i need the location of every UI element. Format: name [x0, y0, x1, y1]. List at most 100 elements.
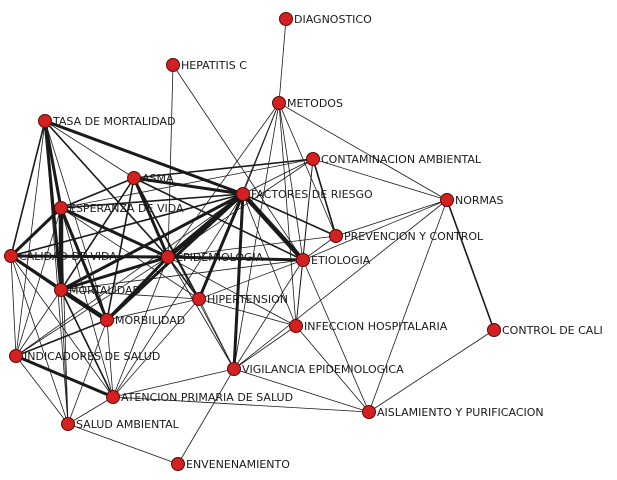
node-esperanza: ESPERANZA DE VIDA [54, 201, 184, 215]
edge-epidemiologia-infeccion [167, 256, 297, 327]
node-morbilidad: MORBILIDAD [100, 313, 185, 327]
edge-asma-etiologia [133, 177, 304, 261]
edge-hipertension-vigilancia [198, 298, 235, 370]
edge-indicadores-atencion [14, 354, 115, 399]
edge-contaminacion-esperanza [60, 158, 314, 209]
node-dot-hipertension [192, 292, 206, 306]
edge-esperanza-calidad [9, 206, 63, 258]
edge-hipertension-infeccion [198, 298, 297, 327]
edge-factores-atencion [112, 193, 244, 398]
edge-factores-hipertension [197, 192, 245, 301]
node-dot-diagnostico [279, 12, 293, 26]
edge-factores-mortalidad [59, 192, 245, 292]
node-label-morbilidad: MORBILIDAD [115, 314, 185, 327]
edge-esperanza-indicadores [15, 207, 62, 357]
edge-factores-etiologia [240, 191, 306, 263]
node-indicadores: INDICADORES DE SALUD [9, 349, 160, 363]
node-dot-factores [236, 187, 250, 201]
edge-atencion-aislamiento [112, 396, 370, 413]
node-label-asma: ASMA [142, 172, 174, 185]
edge-epidemiologia-indicadores [15, 256, 169, 357]
node-label-envenenamiento: ENVENENAMIENTO [186, 458, 290, 471]
node-label-atencion: ATENCION PRIMARIA DE SALUD [121, 391, 293, 404]
node-label-vigilancia: VIGILANCIA EPIDEMIOLOGICA [242, 363, 404, 376]
node-label-infeccion: INFECCION HOSPITALARIA [304, 320, 448, 333]
edge-tasa-salud [44, 120, 69, 425]
node-label-salud: SALUD AMBIENTAL [76, 418, 180, 431]
node-dot-tasa [38, 114, 52, 128]
node-label-tasa: TASA DE MORTALIDAD [52, 115, 176, 128]
edge-infeccion-vigilancia [233, 325, 297, 370]
node-dot-envenenamiento [171, 457, 185, 471]
edge-mortalidad-salud [60, 289, 69, 425]
node-vigilancia: VIGILANCIA EPIDEMIOLOGICA [227, 362, 404, 376]
node-dot-indicadores [9, 349, 23, 363]
edge-factores-vigilancia [232, 192, 245, 371]
node-dot-epidemiologia [161, 250, 175, 264]
node-calidad: CALIDAD DE VIDA [4, 249, 117, 263]
edge-vigilancia-envenenamiento [177, 368, 235, 465]
edge-layer [9, 18, 495, 465]
edge-hipertension-atencion [112, 298, 200, 398]
edge-etiologia-mortalidad [60, 259, 304, 291]
edge-tasa-factores [43, 119, 245, 196]
node-dot-vigilancia [227, 362, 241, 376]
edge-asma-mortalidad [60, 177, 135, 291]
edge-metodos-normas [278, 102, 448, 201]
node-label-calidad: CALIDAD DE VIDA [19, 250, 117, 263]
edge-hepatitis-etiologia [172, 64, 304, 261]
edge-asma-factores [132, 176, 245, 196]
node-dot-metodos [272, 96, 286, 110]
edge-esperanza-hipertension [60, 207, 200, 300]
edge-calidad-indicadores [10, 255, 17, 357]
edge-morbilidad-indicadores [15, 319, 108, 357]
edge-calidad-epidemiologia [9, 254, 170, 259]
edge-morbilidad-salud [67, 319, 108, 425]
edge-vigilancia-aislamiento [233, 368, 370, 413]
node-dot-etiologia [296, 253, 310, 267]
node-dot-prevencion [329, 229, 343, 243]
edge-etiologia-vigilancia [233, 259, 304, 370]
node-salud: SALUD AMBIENTAL [61, 417, 180, 431]
node-aislamiento: AISLAMIENTO Y PURIFICACION [362, 405, 544, 419]
node-label-hipertension: HIPERTENSION [207, 293, 288, 306]
edge-tasa-asma [44, 120, 135, 179]
node-label-contaminacion: CONTAMINACION AMBIENTAL [321, 153, 482, 166]
node-infeccion: INFECCION HOSPITALARIA [289, 319, 448, 333]
edge-epidemiologia-morbilidad [105, 255, 170, 322]
node-label-mortalidad: MORTALIDAD [69, 284, 141, 297]
edge-mortalidad-morbilidad [58, 287, 110, 323]
node-dot-aislamiento [362, 405, 376, 419]
node-label-control: CONTROL DE CALI [502, 324, 603, 337]
edge-normas-control [446, 199, 495, 331]
edge-etiologia-aislamiento [302, 259, 370, 413]
node-label-esperanza: ESPERANZA DE VIDA [69, 202, 184, 215]
node-control: CONTROL DE CALI [487, 323, 603, 337]
edge-asma-epidemiologia [132, 176, 170, 259]
node-label-hepatitis: HEPATITIS C [181, 59, 247, 72]
edge-hipertension-morbilidad [106, 298, 200, 321]
edge-factores-indicadores [15, 193, 244, 357]
edge-etiologia-hipertension [198, 259, 304, 300]
edge-morbilidad-atencion [106, 319, 114, 398]
node-dot-control [487, 323, 501, 337]
node-label-epidemiologia: EPIDEMIOLOGIA [176, 251, 264, 264]
edge-metodos-epidemiologia [167, 102, 280, 258]
edge-epidemiologia-vigilancia [167, 256, 235, 370]
edge-hepatitis-epidemiologia [167, 64, 174, 258]
edge-vigilancia-atencion [112, 368, 235, 398]
node-factores: FACTORES DE RIESGO [236, 187, 373, 201]
edge-prevencion-epidemiologia [167, 235, 337, 258]
edge-metodos-etiologia [278, 102, 304, 261]
node-dot-atencion [106, 390, 120, 404]
edge-normas-prevencion [335, 199, 448, 237]
node-prevencion: PREVENCION Y CONTROL [329, 229, 484, 243]
node-diagnostico: DIAGNOSTICO [279, 12, 372, 26]
edge-contaminacion-normas [312, 158, 448, 201]
edge-esperanza-salud [60, 207, 69, 425]
edge-salud-envenenamiento [67, 423, 179, 465]
edge-epidemiologia-atencion [112, 256, 169, 398]
edge-asma-esperanza [60, 177, 135, 209]
edge-mortalidad-hipertension [60, 289, 200, 300]
node-label-prevencion: PREVENCION Y CONTROL [344, 230, 484, 243]
